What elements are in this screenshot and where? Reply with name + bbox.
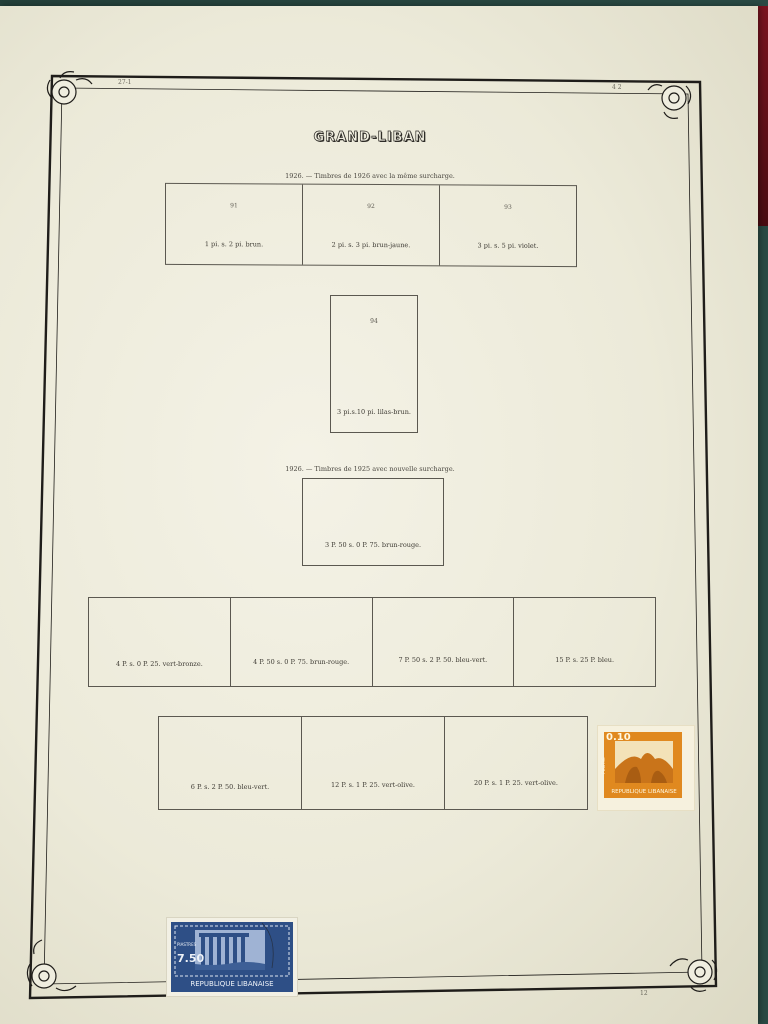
stamp-description: 3 P. 50 s. 0 P. 75. brun-rouge. [324, 541, 422, 549]
stamp-blue-side-text: PIASTRES [177, 942, 197, 947]
stamp-blue-country: REPUBLIQUE LIBANAISE [190, 980, 274, 988]
stamp-description: 20 P. s. 1 P. 25. vert-olive. [474, 779, 558, 787]
stamp-description: 1 pi. s. 2 pi. brun. [204, 240, 264, 249]
stamp-description: 6 P. s. 2 P. 50. bleu-vert. [190, 783, 270, 791]
catalog-number: 91 [230, 202, 238, 210]
stamp-orange-value: 0.10 [606, 732, 631, 743]
catalog-number: 93 [504, 203, 512, 211]
page-ref-top-right: 4 2 [612, 84, 622, 91]
stamp-space: 94 3 pi.s.10 pi. lilas-brun. [331, 296, 417, 432]
page-number: 12 [640, 990, 648, 997]
catalog-number: 92 [367, 202, 375, 211]
stamp-row-3: 3 P. 50 s. 0 P. 75. brun-rouge. [302, 478, 444, 566]
stamp-description: 4 P. s. 0 P. 25. vert-bronze. [115, 660, 203, 668]
stamp-space: 20 P. s. 1 P. 25. vert-olive. [445, 717, 587, 809]
page-ref-top-left: 27-1 [118, 79, 132, 86]
stamp-description: 3 pi.s.10 pi. lilas-brun. [337, 408, 411, 416]
stamp-description: 2 pi. s. 3 pi. brun-jaune. [331, 240, 411, 250]
album-page: 27-1 4 2 12 GRAND-LIBAN 1926. — Timbres … [0, 6, 758, 1024]
stamp-row-1: 91 1 pi. s. 2 pi. brun. 92 2 pi. s. 3 pi… [165, 182, 577, 268]
stamp-orange-art [604, 732, 682, 798]
corner-ornament-top-right-icon [647, 84, 692, 119]
ornamental-frame [26, 71, 718, 1000]
stamp-space: 91 1 pi. s. 2 pi. brun. [166, 183, 303, 265]
stamp-description: 4 P. 50 s. 0 P. 75. brun-rouge. [253, 658, 350, 666]
section3-caption: 1926. — Timbres de 1925 avec nouvelle su… [285, 465, 455, 473]
stamp-blue[interactable]: 7.50 REPUBLIQUE LIBANAISE PIASTRES [167, 918, 297, 996]
page-title: GRAND-LIBAN [313, 130, 427, 146]
stamp-description: 12 P. s. 1 P. 25. vert-olive. [331, 781, 415, 789]
stamp-orange-country: REPUBLIQUE LIBANAISE [611, 789, 677, 795]
corner-ornament-bottom-right-icon [669, 958, 718, 992]
stamp-row-2: 94 3 pi.s.10 pi. lilas-brun. [330, 295, 418, 433]
stamp-space: 4 P. 50 s. 0 P. 75. brun-rouge. [231, 598, 373, 686]
stamp-blue-value: 7.50 [177, 952, 205, 965]
stamp-space: 6 P. s. 2 P. 50. bleu-vert. [159, 717, 302, 809]
stamp-space: 4 P. s. 0 P. 25. vert-bronze. [89, 598, 231, 686]
stamp-space: 15 P. s. 25 P. bleu. [514, 598, 655, 686]
stamp-description: 7 P. 50 s. 2 P. 50. bleu-vert. [398, 656, 488, 664]
corner-ornament-top-left-icon [46, 71, 93, 105]
stamp-space: 3 P. 50 s. 0 P. 75. brun-rouge. [303, 479, 443, 565]
corner-ornament-bottom-left-icon [26, 939, 77, 992]
stamp-orange-side-text: PIASTRE [600, 757, 606, 774]
stamp-space: 12 P. s. 1 P. 25. vert-olive. [302, 717, 445, 809]
section1-caption: 1926. — Timbres de 1926 avec la même sur… [285, 172, 455, 180]
stamp-row-5: 6 P. s. 2 P. 50. bleu-vert. 12 P. s. 1 P… [158, 716, 588, 810]
catalog-number: 94 [370, 318, 378, 325]
stamp-orange[interactable]: 0.10 REPUBLIQUE LIBANAISE PIASTRE [598, 726, 694, 810]
stamp-description: 15 P. s. 25 P. bleu. [555, 656, 615, 664]
stamp-row-4: 4 P. s. 0 P. 25. vert-bronze. 4 P. 50 s.… [88, 597, 656, 687]
stamp-space: 92 2 pi. s. 3 pi. brun-jaune. [303, 184, 440, 266]
stamp-blue-art [171, 922, 293, 992]
stamp-space: 7 P. 50 s. 2 P. 50. bleu-vert. [373, 598, 515, 686]
stamp-space: 93 3 pi. s. 5 pi. violet. [440, 185, 576, 266]
stamp-description: 3 pi. s. 5 pi. violet. [477, 241, 539, 250]
